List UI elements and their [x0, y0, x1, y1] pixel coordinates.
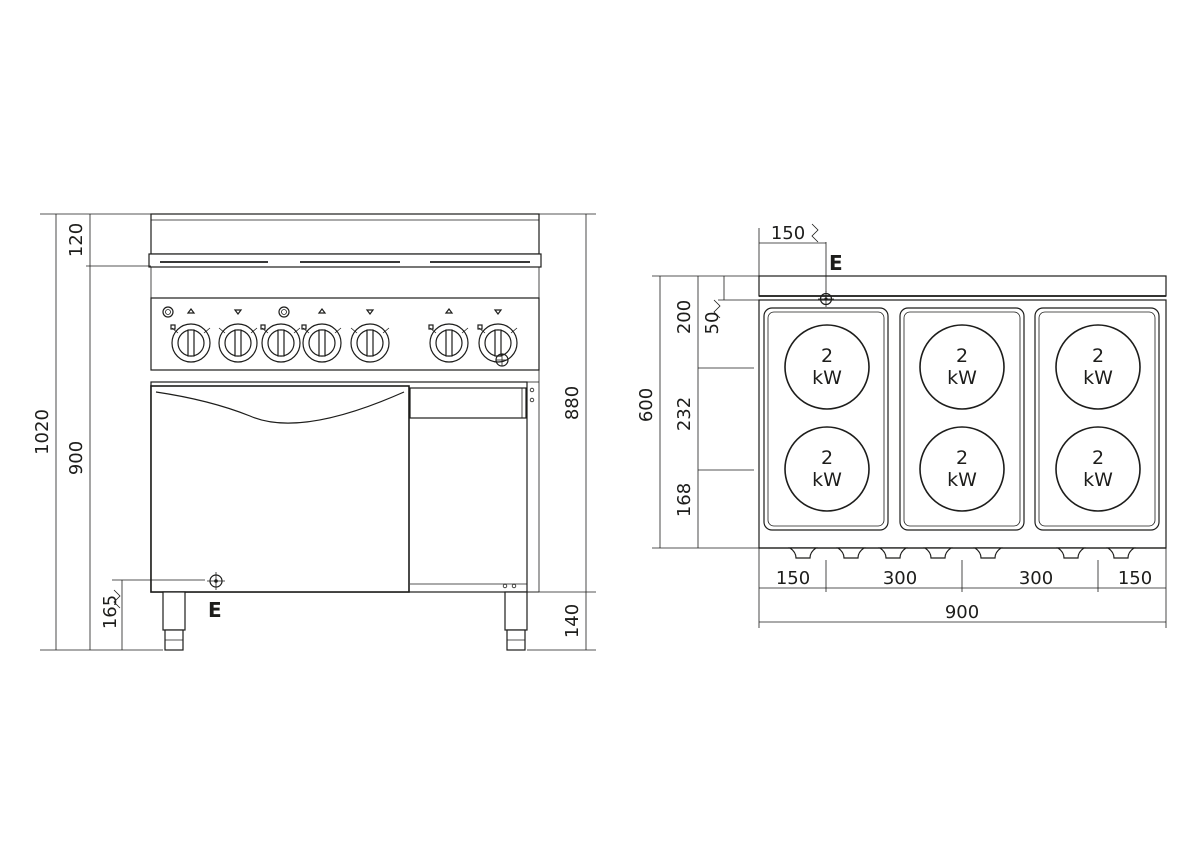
front-connection-label: E [208, 598, 222, 622]
front-cooktop-lip [148, 253, 542, 268]
top-back-strip [758, 275, 1167, 297]
hot-plate-3-unit: kW [1083, 367, 1113, 389]
indicator-lamp-right [278, 306, 290, 318]
dim-seg-2: 300 [883, 568, 917, 589]
right-leg [504, 591, 528, 651]
dim-depth: 600 [636, 388, 657, 422]
hot-plate-5-power: 2 [956, 447, 968, 469]
dim-seg-3: 300 [1019, 568, 1053, 589]
hot-plate-4[interactable] [784, 426, 870, 512]
hot-plate-4-unit: kW [812, 469, 842, 491]
dim-body-height: 900 [66, 441, 87, 475]
dim-front-zone: 168 [674, 483, 695, 517]
hot-plate-4-power: 2 [821, 447, 833, 469]
hot-plate-5[interactable] [919, 426, 1005, 512]
control-knob-6[interactable] [428, 308, 469, 363]
dim-leg-height: 140 [562, 604, 583, 638]
hot-plate-3[interactable] [1055, 324, 1141, 410]
front-top-panel [150, 213, 540, 255]
control-knob-2[interactable] [218, 309, 258, 363]
electrical-connection-icon [207, 572, 225, 590]
control-knob-3[interactable] [260, 323, 301, 363]
plate-tray-1 [763, 307, 889, 531]
plate-tray-2 [899, 307, 1025, 531]
dim-back-zone: 200 [674, 300, 695, 334]
oven-door-handle[interactable] [155, 391, 405, 424]
hot-plate-5-unit: kW [947, 469, 977, 491]
control-knob-5[interactable] [350, 309, 390, 363]
indicator-lamp-left [162, 306, 174, 318]
plate-tray-3 [1034, 307, 1160, 531]
left-leg [162, 591, 186, 651]
hot-plate-2-unit: kW [947, 367, 977, 389]
front-view: E 1020 120 900 165 880 140 [32, 213, 596, 651]
dim-work-height: 880 [562, 386, 583, 420]
side-compartment-shelf [409, 387, 527, 419]
dim-middle-zone: 232 [674, 397, 695, 431]
hot-plate-3-power: 2 [1092, 345, 1104, 367]
dim-top-panel: 120 [66, 223, 87, 257]
dim-width: 900 [945, 602, 979, 623]
control-knob-4[interactable] [301, 308, 342, 363]
top-connection-label: E [829, 251, 843, 275]
dim-seg-4: 150 [1118, 568, 1152, 589]
hot-plate-2-power: 2 [956, 345, 968, 367]
dim-connection-depth: 50 [702, 312, 723, 335]
hot-plate-6[interactable] [1055, 426, 1141, 512]
dim-seg-1: 150 [776, 568, 810, 589]
hot-plate-6-unit: kW [1083, 469, 1113, 491]
hot-plate-2[interactable] [919, 324, 1005, 410]
hot-plate-1-unit: kW [812, 367, 842, 389]
hot-plate-1-power: 2 [821, 345, 833, 367]
control-knob-1[interactable] [170, 308, 211, 363]
dim-connection-offset: 150 [771, 223, 805, 244]
top-knobs [759, 547, 1166, 559]
dim-total-height: 1020 [32, 409, 53, 455]
top-view: 2 kW 2 kW 2 kW 2 kW 2 kW 2 kW [636, 223, 1167, 628]
front-control-panel [150, 297, 540, 371]
hot-plate-1[interactable] [784, 324, 870, 410]
hot-plate-6-power: 2 [1092, 447, 1104, 469]
dim-connection-height: 165 [100, 595, 121, 629]
oven-door[interactable] [150, 385, 410, 593]
top-electrical-connection-icon [818, 291, 834, 307]
